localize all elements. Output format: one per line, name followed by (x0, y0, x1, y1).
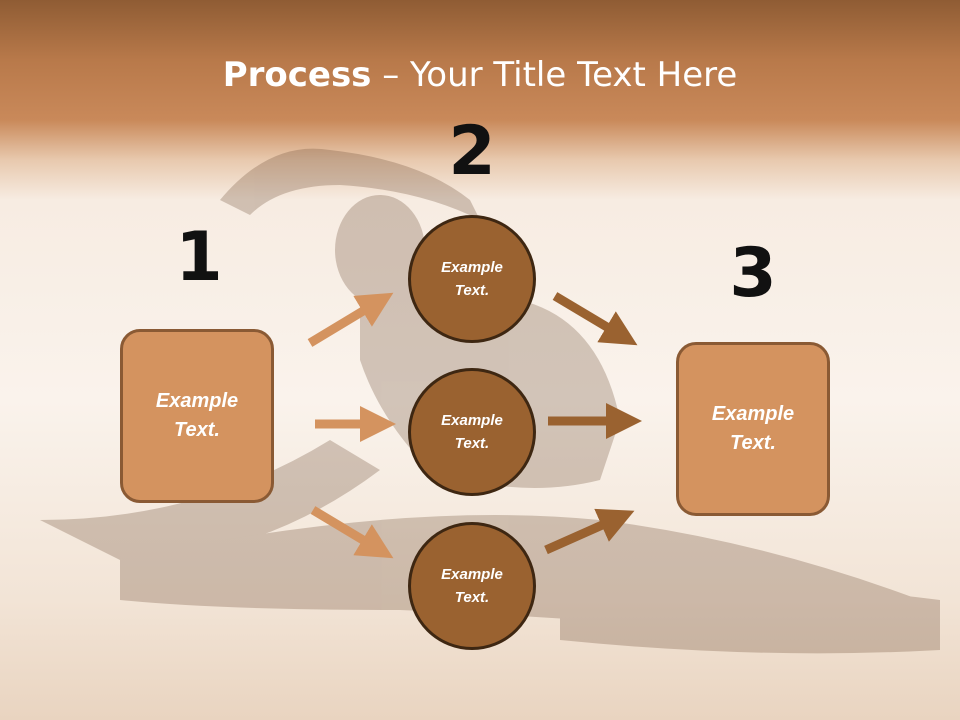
step-number-3: 3 (729, 234, 777, 313)
title-bold: Process (222, 55, 372, 95)
page-title: Process – Your Title Text Here (0, 52, 960, 98)
arrow-top-to-3 (552, 292, 638, 346)
arrow-1-to-top (307, 292, 394, 347)
arrow-1-to-bottom (310, 506, 394, 559)
step-number-2: 2 (448, 112, 496, 191)
step-number-1: 1 (175, 218, 223, 297)
arrow-bottom-to-3 (544, 508, 635, 555)
title-rest: – Your Title Text Here (371, 55, 738, 95)
